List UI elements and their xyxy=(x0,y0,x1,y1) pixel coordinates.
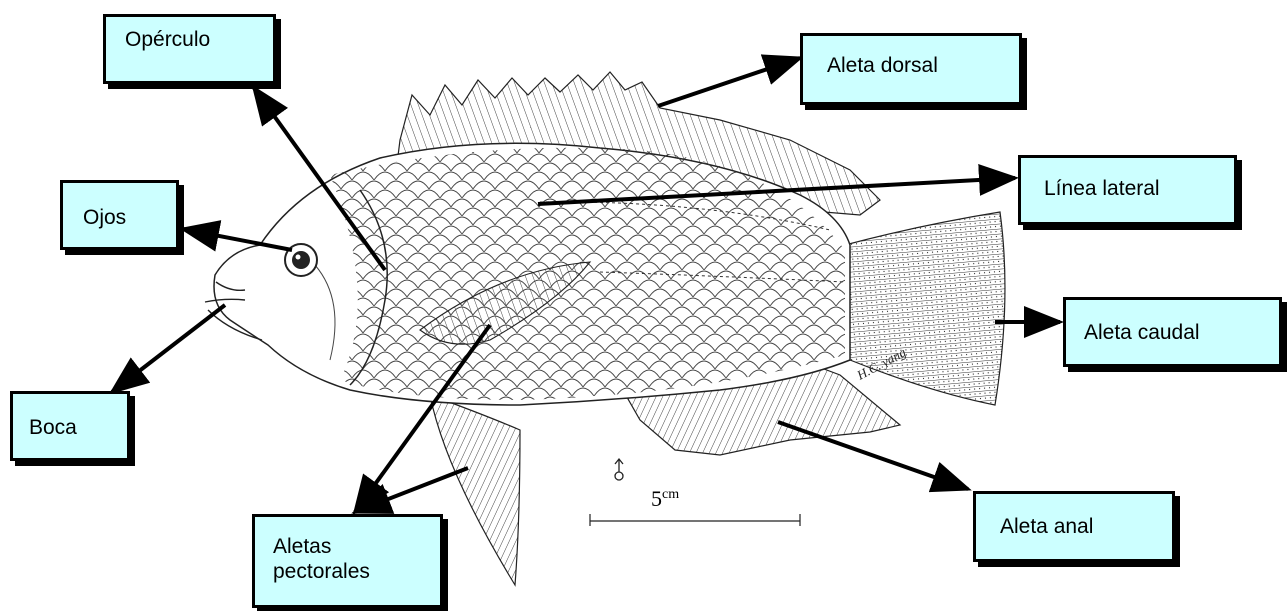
scale-label: 5cm xyxy=(651,486,679,512)
pelvic-fin xyxy=(430,395,520,585)
label-ojos-text: Ojos xyxy=(83,205,176,230)
scale-bar xyxy=(590,514,800,526)
label-operculo-text: Opérculo xyxy=(125,27,273,52)
label-aletas-pectorales: Aletas pectorales xyxy=(252,514,443,608)
scale-unit: cm xyxy=(662,487,679,502)
label-boca-text: Boca xyxy=(29,415,127,440)
label-aleta-anal: Aleta anal xyxy=(973,491,1175,562)
arrow-boca xyxy=(112,305,225,392)
arrow-aleta-anal xyxy=(778,422,968,489)
label-aletas-pectorales-line1: Aletas xyxy=(273,534,440,559)
label-aleta-dorsal-text: Aleta dorsal xyxy=(827,53,1019,78)
label-linea-lateral-text: Línea lateral xyxy=(1044,176,1234,201)
label-aleta-anal-text: Aleta anal xyxy=(1000,514,1172,539)
label-linea-lateral: Línea lateral xyxy=(1018,155,1237,225)
label-aleta-caudal: Aleta caudal xyxy=(1063,297,1282,367)
label-boca: Boca xyxy=(10,391,130,461)
label-ojos: Ojos xyxy=(60,180,179,250)
scale-value: 5 xyxy=(651,486,662,511)
label-aleta-dorsal: Aleta dorsal xyxy=(800,33,1022,105)
arrow-aleta-dorsal xyxy=(658,58,800,106)
label-aleta-caudal-text: Aleta caudal xyxy=(1084,320,1279,345)
label-operculo: Opérculo xyxy=(103,14,276,84)
sex-symbol-icon xyxy=(615,459,623,480)
label-aletas-pectorales-line2: pectorales xyxy=(273,559,440,584)
